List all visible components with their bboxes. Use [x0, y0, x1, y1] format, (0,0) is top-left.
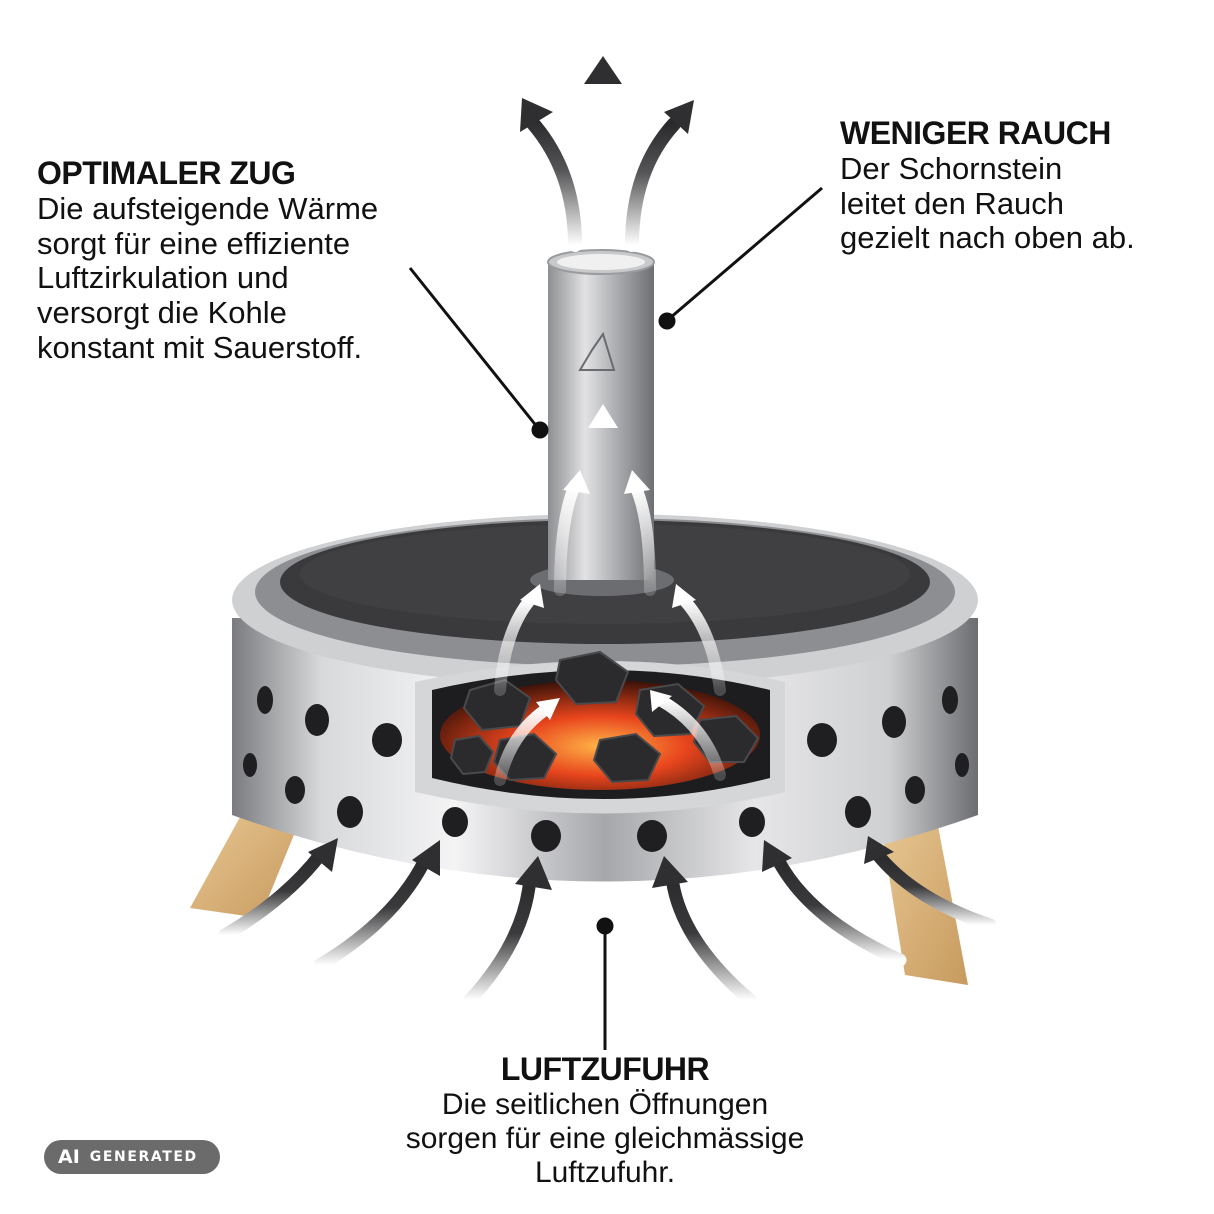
callout-air-line: sorgen für eine gleichmässige [405, 1121, 805, 1155]
smoke-arrows [520, 56, 694, 252]
leader-dot-draft [531, 421, 549, 439]
ai-badge-label: AI [58, 1146, 80, 1168]
callout-draft-title: OPTIMALER ZUG [37, 155, 296, 191]
draft-arrows [494, 404, 726, 786]
callout-smoke-line: gezielt nach oben ab. [840, 220, 1135, 256]
leader-dot-smoke [658, 312, 676, 330]
intake-arrows [218, 836, 997, 1007]
brand-logo-icon [578, 331, 616, 371]
callout-draft: OPTIMALER ZUG Die aufsteigende Wärme sor… [37, 155, 477, 365]
leader-lines [408, 186, 823, 1050]
callout-air-line: Die seitlichen Öffnungen [441, 1087, 769, 1121]
callout-smoke-title: WENIGER RAUCH [840, 115, 1111, 151]
callout-draft-line: sorgt für eine effiziente [37, 225, 351, 261]
generated-badge-label: GENERATED [89, 1149, 198, 1165]
callout-air: LUFTZUFUHR Die seitlichen Öffnungen sorg… [330, 1051, 880, 1190]
callout-air-title: LUFTZUFUHR [500, 1051, 710, 1087]
callout-draft-line: konstant mit Sauerstoff. [37, 329, 363, 365]
callout-smoke-line: Der Schornstein [840, 150, 1063, 186]
ai-generated-badge: AI GENERATED [44, 1140, 220, 1174]
callout-draft-line: versorgt die Kohle [37, 294, 287, 330]
callout-smoke: WENIGER RAUCH Der Schornstein leitet den… [840, 115, 1200, 256]
callout-draft-line: Die aufsteigende Wärme [37, 190, 379, 226]
cutaway-section [415, 650, 785, 814]
leader-dot-air [596, 917, 614, 935]
callout-smoke-line: leitet den Rauch [840, 185, 1065, 221]
callout-draft-line: Luftzirkulation und [37, 260, 289, 296]
callout-air-line: Luftzufuhr. [534, 1155, 676, 1189]
air-holes [243, 686, 969, 852]
